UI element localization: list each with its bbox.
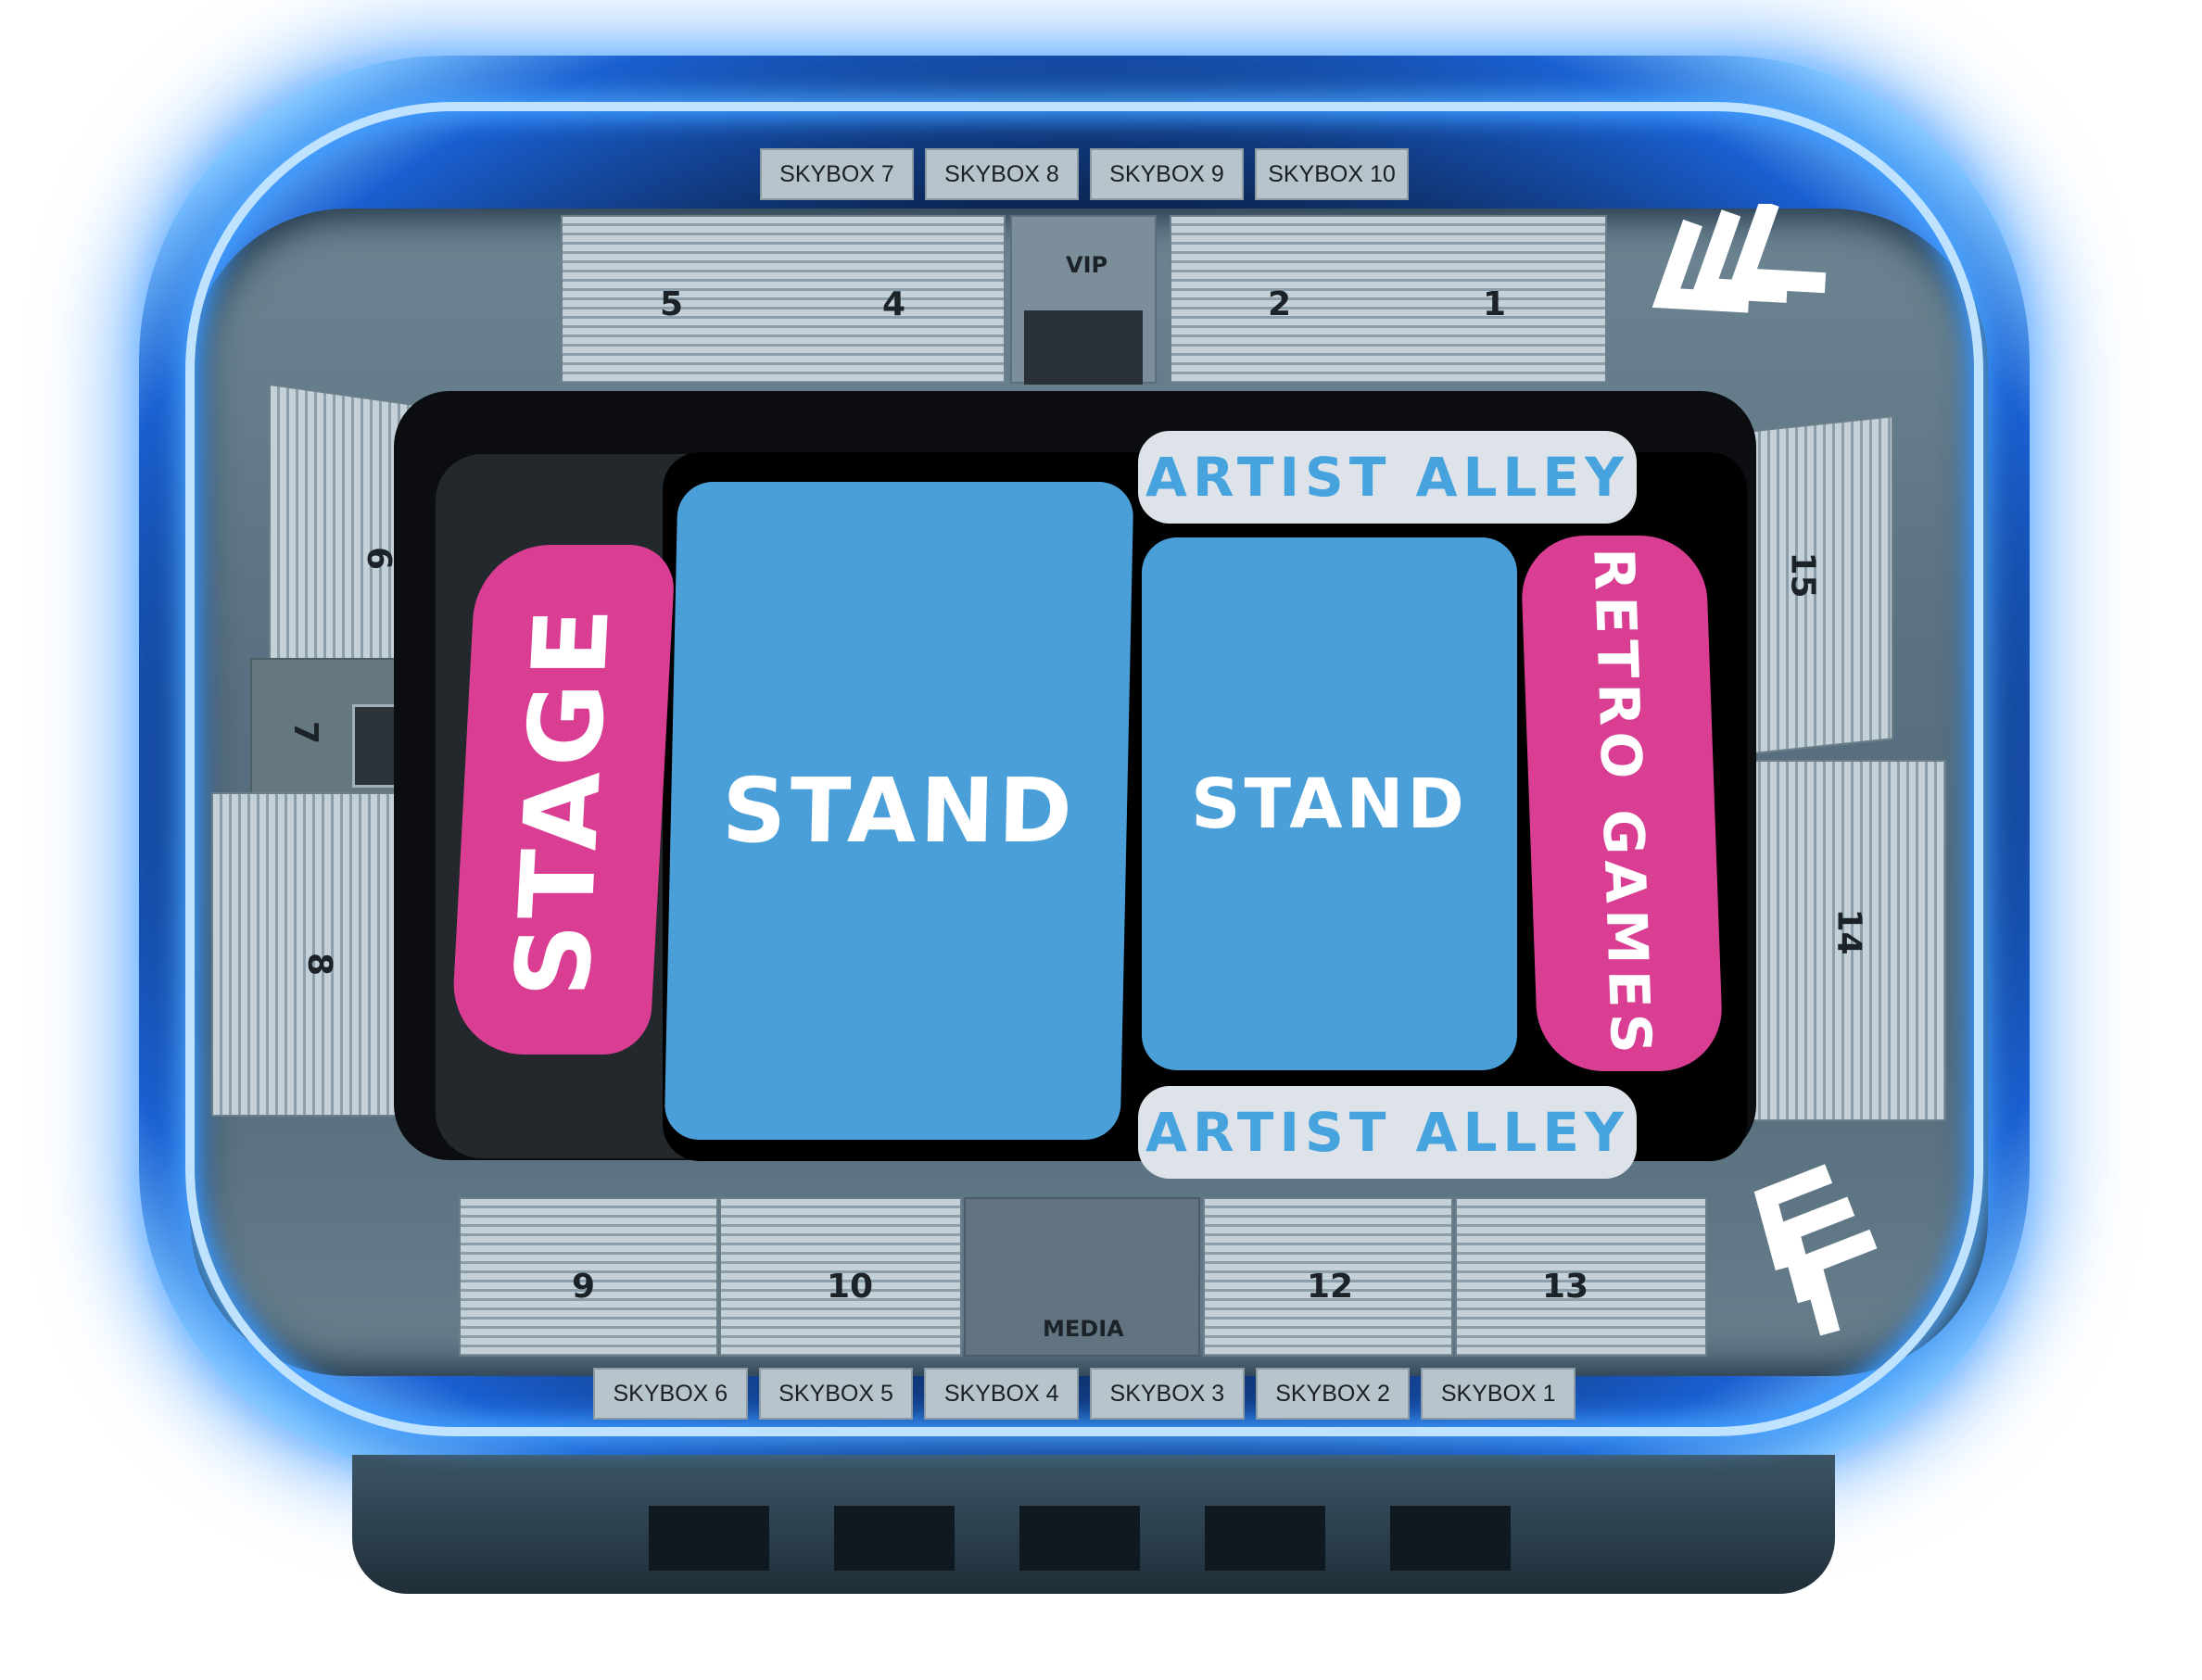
stage-label: STAGE xyxy=(493,601,633,998)
section-2-label[interactable]: 2 xyxy=(1268,285,1292,323)
media-box[interactable] xyxy=(964,1197,1200,1357)
retro-games-label: RETRO GAMES xyxy=(1580,548,1664,1059)
entrance-chevrons-icon xyxy=(1753,1164,1878,1336)
section-1-label[interactable]: 1 xyxy=(1483,285,1507,323)
skybox-7[interactable]: SKYBOX 7 xyxy=(760,148,914,200)
skybox-10[interactable]: SKYBOX 10 xyxy=(1255,148,1409,200)
skybox-6[interactable]: SKYBOX 6 xyxy=(593,1368,748,1420)
section-14-block xyxy=(1731,760,1946,1121)
arena-neon-ring xyxy=(185,102,1983,1436)
stage[interactable]: STAGE xyxy=(449,545,677,1055)
skybox-4[interactable]: SKYBOX 4 xyxy=(924,1368,1080,1420)
skybox-2[interactable]: SKYBOX 2 xyxy=(1255,1368,1411,1420)
base-slot xyxy=(1019,1506,1140,1571)
base-slot xyxy=(1205,1506,1325,1571)
stand-right-label: STAND xyxy=(1191,764,1468,844)
retro-games[interactable]: RETRO GAMES xyxy=(1519,536,1725,1071)
base-slot xyxy=(649,1506,769,1571)
base-slot xyxy=(834,1506,955,1571)
section-6-label[interactable]: 6 xyxy=(360,546,399,571)
skybox-8[interactable]: SKYBOX 8 xyxy=(925,148,1079,200)
section-14-label[interactable]: 14 xyxy=(1829,908,1868,955)
section-2-1-block xyxy=(1170,215,1607,384)
section-9-block xyxy=(459,1197,718,1357)
artist-alley-top[interactable]: ARTIST ALLEY xyxy=(1138,431,1637,524)
section-13-label[interactable]: 13 xyxy=(1542,1268,1589,1306)
vip-tunnel xyxy=(1024,310,1143,385)
vip-label: VIP xyxy=(1066,252,1108,278)
entrance-chevrons-icon xyxy=(1652,204,1827,313)
stand-right[interactable]: STAND xyxy=(1142,537,1517,1070)
stand-left[interactable]: STAND xyxy=(664,482,1134,1140)
section-9-label[interactable]: 9 xyxy=(572,1268,596,1306)
media-label: MEDIA xyxy=(1043,1316,1124,1342)
base-slot xyxy=(1390,1506,1511,1571)
artist-alley-bottom-label: ARTIST ALLEY xyxy=(1145,1101,1630,1164)
section-13-block xyxy=(1455,1197,1707,1357)
skybox-row-top: SKYBOX 7 SKYBOX 8 SKYBOX 9 SKYBOX 10 xyxy=(760,148,1409,204)
section-15-label[interactable]: 15 xyxy=(1783,551,1822,599)
section-10-label[interactable]: 10 xyxy=(827,1268,874,1306)
stand-left-label: STAND xyxy=(721,759,1077,863)
section-5-label[interactable]: 5 xyxy=(660,285,684,323)
section-12-block xyxy=(1203,1197,1453,1357)
skybox-1[interactable]: SKYBOX 1 xyxy=(1421,1368,1576,1420)
section-4-label[interactable]: 4 xyxy=(882,285,906,323)
artist-alley-bottom[interactable]: ARTIST ALLEY xyxy=(1138,1086,1637,1179)
artist-alley-top-label: ARTIST ALLEY xyxy=(1145,446,1630,509)
section-12-label[interactable]: 12 xyxy=(1307,1268,1354,1306)
skybox-3[interactable]: SKYBOX 3 xyxy=(1090,1368,1245,1420)
section-10-block xyxy=(719,1197,962,1357)
skybox-9[interactable]: SKYBOX 9 xyxy=(1090,148,1244,200)
section-5-4-block xyxy=(561,215,1006,384)
skybox-row-bottom: SKYBOX 6 SKYBOX 5 SKYBOX 4 SKYBOX 3 SKYB… xyxy=(593,1368,1576,1423)
section-7-label[interactable]: 7 xyxy=(286,720,325,745)
section-8-label[interactable]: 8 xyxy=(300,952,339,977)
skybox-5[interactable]: SKYBOX 5 xyxy=(758,1368,914,1420)
